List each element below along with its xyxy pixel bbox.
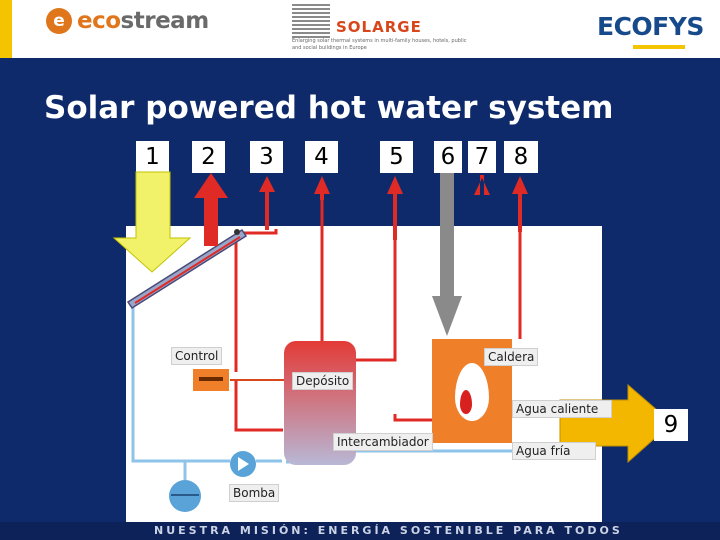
number-label-4: 4 <box>305 141 338 173</box>
control-wire <box>230 379 293 398</box>
number-label-6: 6 <box>434 141 462 173</box>
number-label-3: 3 <box>250 141 283 173</box>
flame-core-icon <box>460 390 472 414</box>
solarge-logo-text: SOLARGE <box>336 18 422 36</box>
ecofys-underline <box>633 45 685 49</box>
accent-strip <box>0 0 12 58</box>
solarge-stripes-icon <box>292 4 330 38</box>
label-caldera: Caldera <box>484 348 539 366</box>
arrow-1-solar-input <box>112 171 192 273</box>
ecostream-logo-text: ecostream <box>77 8 209 34</box>
solarge-logo: SOLARGE Enlarging solar thermal systems … <box>292 4 472 54</box>
arrow-8-up <box>512 176 528 232</box>
hot-pipe-5 <box>356 240 397 362</box>
number-label-1: 1 <box>136 141 169 173</box>
footer-bar <box>0 522 720 540</box>
arrow-2-up <box>194 173 228 246</box>
hot-pipe-exchanger <box>234 380 283 432</box>
page-title: Solar powered hot water system <box>44 90 614 126</box>
arrow-3-up <box>259 176 275 230</box>
hot-pipe-collector <box>235 229 278 235</box>
arrow-4-up <box>314 176 330 200</box>
flow-arrows <box>112 171 673 464</box>
control-unit <box>193 369 229 391</box>
flame-icon <box>455 363 489 421</box>
label-control: Control <box>171 347 223 365</box>
solarge-tagline: Enlarging solar thermal systems in multi… <box>292 38 467 51</box>
label-agua-caliente: Agua caliente <box>512 400 612 418</box>
solar-collector <box>126 228 248 310</box>
arrow-5-up <box>387 176 403 240</box>
arrow-6-down <box>432 173 462 336</box>
cold-pipe-left <box>131 300 230 463</box>
header-bar: e ecostream SOLARGE Enlarging solar ther… <box>0 0 720 58</box>
hot-pipe-boiler-in <box>393 414 432 422</box>
pump-icon <box>230 451 256 477</box>
number-label-9: 9 <box>654 409 688 441</box>
label-intercambiador: Intercambiador <box>333 433 433 451</box>
expansion-tank-icon <box>169 480 201 512</box>
ecostream-logo: e ecostream <box>46 8 209 34</box>
arrow-7-up <box>474 175 490 195</box>
number-label-5: 5 <box>380 141 413 173</box>
label-agua-fria: Agua fría <box>512 442 596 460</box>
control-unit-display <box>199 377 223 381</box>
label-bomba: Bomba <box>229 484 280 502</box>
ecofys-logo-text: ECOFYS <box>597 12 704 41</box>
number-label-7: 7 <box>468 141 496 173</box>
footer-mission-text: NUESTRA MISIÓN: ENERGÍA SOSTENIBLE PARA … <box>154 524 623 537</box>
number-label-8: 8 <box>504 141 538 173</box>
ecostream-logo-icon: e <box>46 8 72 34</box>
label-deposito: Depósito <box>292 372 354 390</box>
number-label-2: 2 <box>192 141 225 173</box>
ecofys-logo: ECOFYS <box>597 12 704 49</box>
